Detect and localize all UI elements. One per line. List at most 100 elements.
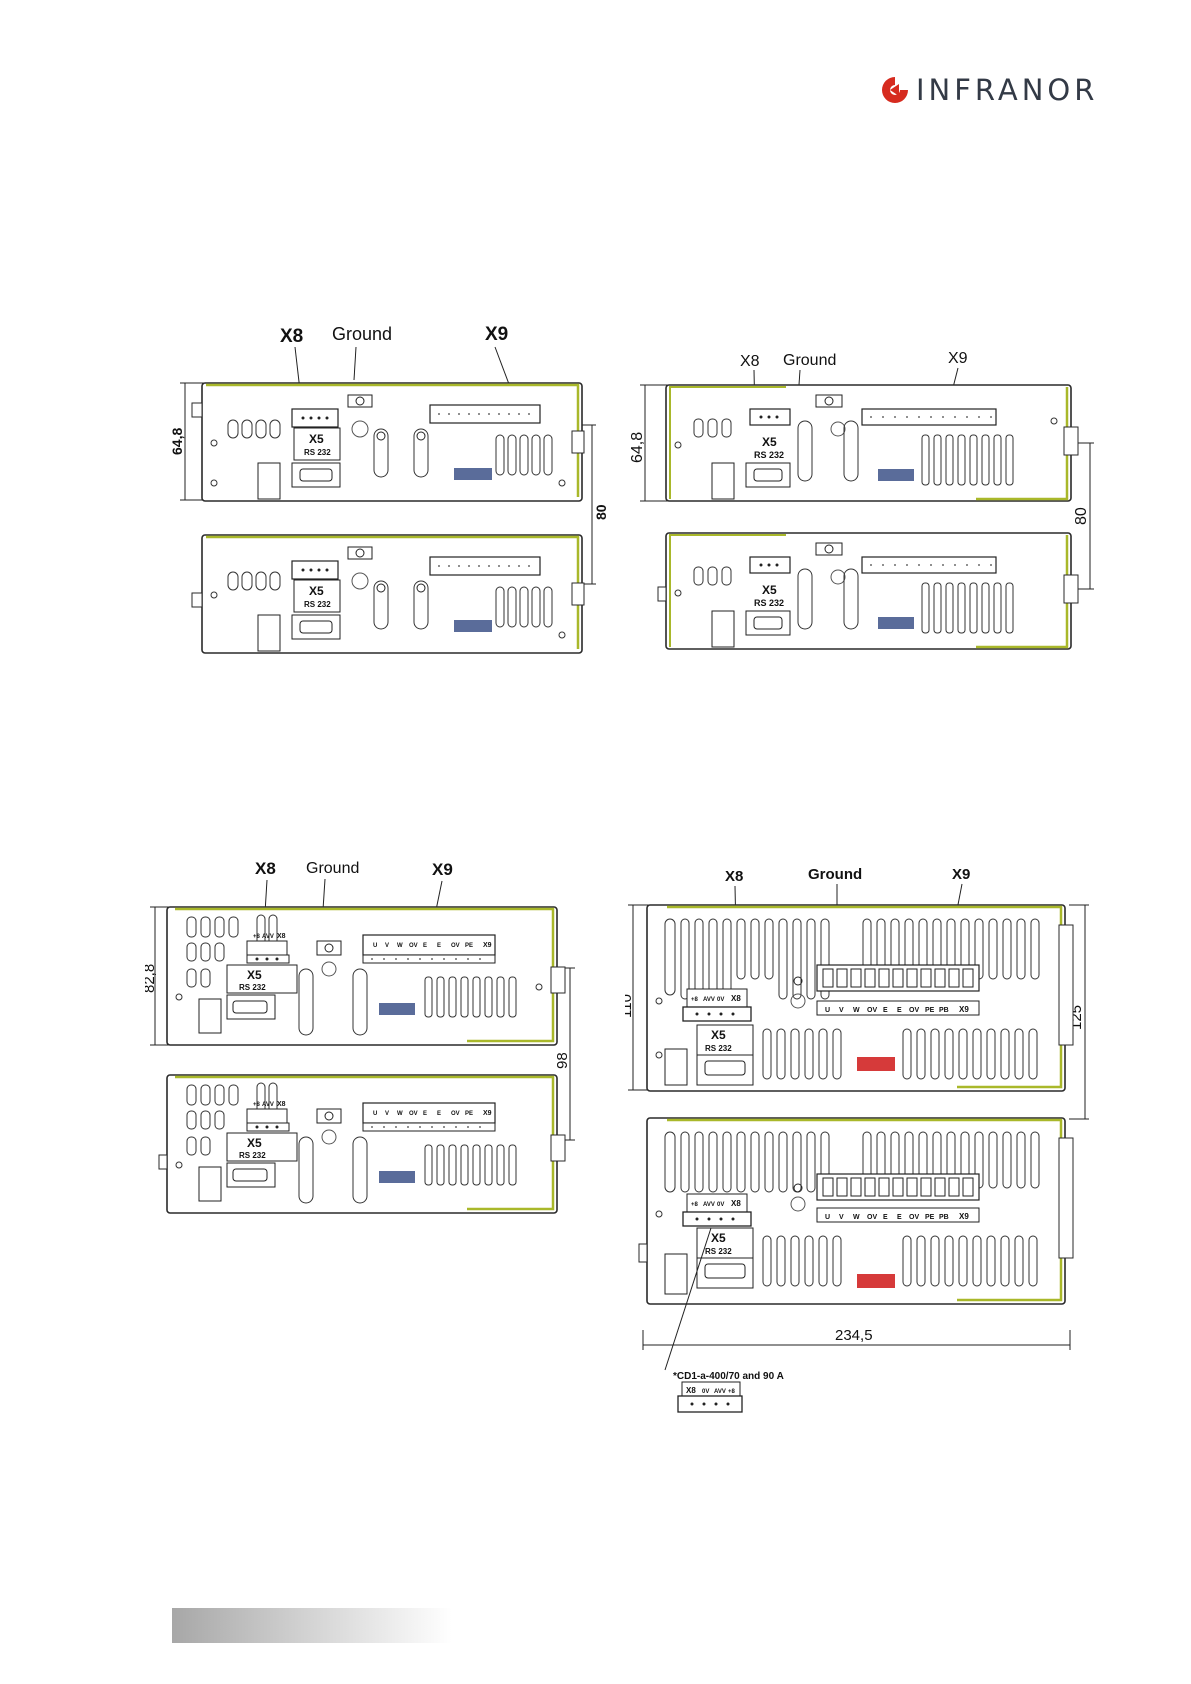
inset-note: *CD1-a-400/70 and 90 A (673, 1371, 784, 1382)
height-dimension: 64,8 (630, 432, 646, 463)
svg-text:PE: PE (465, 943, 473, 949)
x9-label: X9 (948, 350, 968, 367)
svg-text:AVV: AVV (703, 997, 715, 1003)
ground-label: Ground (332, 324, 392, 344)
rs232-label: RS 232 (754, 598, 784, 608)
drive-panel-upper: +8 AVV 0V X8 X5 RS 232 U V W OV E E OV P… (646, 904, 1074, 1092)
height-dimension: 64,8 (170, 428, 185, 455)
brand-logo: INFRANOR (880, 70, 1098, 110)
x8-label: X8 (740, 353, 760, 370)
svg-text:X8: X8 (686, 1386, 696, 1395)
rs232-label: RS 232 (239, 1151, 266, 1160)
svg-text:PB: PB (939, 1007, 949, 1014)
svg-text:U: U (373, 943, 377, 949)
x5-label: X5 (711, 1028, 726, 1042)
inset-x8-connector: X8 0V AVV +8 (677, 1381, 743, 1413)
svg-text:V: V (385, 1111, 389, 1117)
x5-label: X5 (247, 1136, 262, 1150)
svg-text:+8: +8 (691, 997, 699, 1003)
drawing-d: X8 Ground X9 110 125 234,5 (625, 866, 1089, 1413)
svg-text:PE: PE (925, 1007, 935, 1014)
svg-text:V: V (385, 943, 389, 949)
svg-text:0V: 0V (717, 1202, 724, 1208)
ground-label: Ground (808, 866, 862, 883)
svg-text:W: W (853, 1214, 860, 1221)
svg-text:AVV: AVV (262, 1102, 274, 1108)
ground-label: Ground (783, 352, 836, 369)
footer-bar (172, 1608, 452, 1643)
rs232-label: RS 232 (239, 983, 266, 992)
svg-text:AVV: AVV (262, 934, 274, 940)
svg-text:AVV: AVV (714, 1389, 726, 1395)
svg-text:0V: 0V (702, 1389, 709, 1395)
brand-name: INFRANOR (916, 73, 1099, 107)
x5-label: X5 (762, 435, 777, 449)
x5-label: X5 (309, 432, 324, 446)
drawing-a: X8 Ground X9 64,8 80 X5 RS 232 (170, 324, 609, 654)
svg-text:X9: X9 (483, 1110, 492, 1117)
rs232-label: RS 232 (705, 1247, 732, 1256)
svg-text:OV: OV (409, 1111, 418, 1117)
rs232-label: RS 232 (304, 600, 331, 609)
svg-text:OV: OV (867, 1007, 877, 1014)
svg-text:PB: PB (939, 1214, 949, 1221)
drive-panel-lower: +8 AVV 0V X8 X5 RS 232 U V W OV E E OV P… (638, 1117, 1074, 1305)
x9-label: X9 (432, 860, 453, 879)
drive-panel-lower: +8 AVV X8 X5 RS 232 U V W OV E E OV PE X… (158, 1074, 566, 1214)
drive-panel-lower: X5 RS 232 (191, 534, 585, 654)
drawing-c: X8 Ground X9 82,8 98 +8 AVV X8 X5 RS 232 (145, 859, 575, 1214)
x5-label: X5 (247, 968, 262, 982)
svg-text:X8: X8 (277, 933, 286, 940)
drive-panel-lower: X5 RS 232 (657, 532, 1079, 650)
svg-text:U: U (373, 1111, 377, 1117)
svg-text:X8: X8 (731, 1199, 741, 1208)
svg-text:W: W (397, 1111, 403, 1117)
svg-text:V: V (839, 1214, 844, 1221)
drive-panel-upper: X5 RS 232 (665, 384, 1079, 502)
svg-text:U: U (825, 1007, 830, 1014)
svg-text:+8: +8 (691, 1202, 699, 1208)
svg-text:X8: X8 (731, 994, 741, 1003)
svg-text:+8: +8 (253, 1102, 261, 1108)
svg-text:OV: OV (451, 1111, 460, 1117)
svg-text:E: E (897, 1214, 902, 1221)
svg-text:0V: 0V (717, 997, 724, 1003)
x8-label: X8 (255, 859, 276, 878)
svg-text:OV: OV (909, 1214, 919, 1221)
svg-text:PE: PE (465, 1111, 473, 1117)
x5-label: X5 (711, 1231, 726, 1245)
x5-label: X5 (762, 583, 777, 597)
height-dimension: 82,8 (145, 964, 158, 993)
svg-text:W: W (397, 943, 403, 949)
x8-label: X8 (280, 326, 303, 347)
drive-panel-upper: +8 AVV X8 X5 RS 232 U V W OV E E OV PE X… (166, 906, 566, 1046)
pitch-dimension: 98 (554, 1052, 571, 1069)
pitch-dimension: 80 (593, 504, 609, 520)
svg-text:E: E (437, 943, 441, 949)
svg-text:OV: OV (867, 1214, 877, 1221)
svg-text:OV: OV (409, 943, 418, 949)
svg-text:X9: X9 (483, 942, 492, 949)
svg-text:X9: X9 (959, 1212, 969, 1221)
svg-text:X8: X8 (277, 1101, 286, 1108)
svg-text:E: E (883, 1214, 888, 1221)
svg-text:+8: +8 (253, 934, 261, 940)
svg-text:U: U (825, 1214, 830, 1221)
svg-text:+8: +8 (728, 1389, 736, 1395)
svg-text:PE: PE (925, 1214, 935, 1221)
svg-text:E: E (437, 1111, 441, 1117)
svg-text:X9: X9 (959, 1005, 969, 1014)
svg-text:AVV: AVV (703, 1202, 715, 1208)
rs232-label: RS 232 (754, 450, 784, 460)
drawing-b: X8 Ground X9 64,8 80 X5 RS 232 (630, 350, 1094, 650)
rs232-label: RS 232 (705, 1044, 732, 1053)
x9-label: X9 (485, 324, 508, 345)
ground-label: Ground (306, 860, 359, 877)
width-dimension: 234,5 (835, 1327, 873, 1344)
svg-text:E: E (423, 1111, 427, 1117)
svg-text:OV: OV (909, 1007, 919, 1014)
x8-label: X8 (725, 868, 743, 885)
svg-text:OV: OV (451, 943, 460, 949)
x9-label: X9 (952, 866, 970, 883)
drive-panel-upper: X5 RS 232 (191, 382, 585, 502)
